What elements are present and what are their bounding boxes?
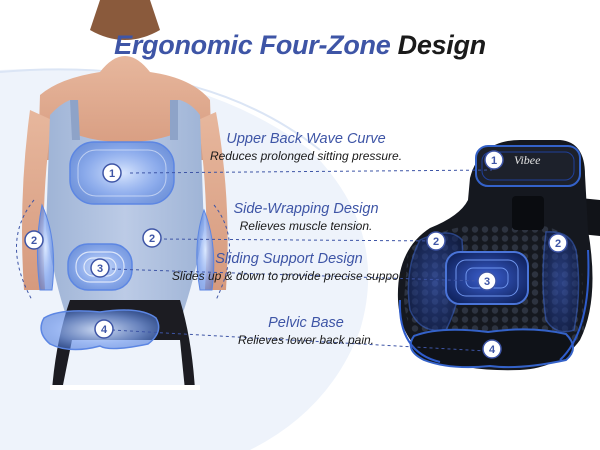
lumbar-cushion-product	[397, 140, 600, 371]
svg-text:3: 3	[97, 263, 103, 275]
marker-cushion-3: 3	[477, 271, 497, 291]
svg-text:1: 1	[109, 168, 115, 180]
zone-pelvic-base-desc: Relieves lower back pain.	[237, 333, 375, 347]
svg-text:4: 4	[101, 324, 108, 336]
svg-text:1: 1	[491, 155, 497, 167]
page-title: Ergonomic Four-Zone Design	[0, 30, 600, 61]
zone-side-wrapping-title: Side-Wrapping Design	[233, 201, 379, 217]
marker-cushion-4: 4	[482, 339, 502, 359]
zone-sliding-support-desc: Slides up & down to provide precise supp…	[171, 269, 407, 283]
marker-person-2-left: 2	[24, 230, 44, 250]
marker-person-4: 4	[94, 319, 114, 339]
svg-text:4: 4	[489, 344, 496, 356]
zone-upper-back-title: Upper Back Wave Curve	[226, 131, 386, 147]
svg-text:2: 2	[31, 235, 37, 247]
marker-person-1: 1	[102, 163, 122, 183]
zone-side-wrapping: Side-Wrapping Design Relieves muscle ten…	[196, 200, 416, 234]
marker-cushion-2-right: 2	[548, 233, 568, 253]
svg-text:2: 2	[555, 238, 561, 250]
zone-sliding-support: Sliding Support Design Slides up & down …	[158, 250, 420, 284]
svg-text:3: 3	[484, 276, 490, 288]
svg-text:2: 2	[433, 236, 439, 248]
marker-cushion-1: 1	[484, 150, 504, 170]
zone-pelvic-base-title: Pelvic Base	[268, 315, 344, 331]
zone-side-wrapping-desc: Relieves muscle tension.	[239, 219, 373, 233]
zone-upper-back-desc: Reduces prolonged sitting pressure.	[209, 149, 403, 163]
brand-logo: Vibee	[514, 153, 541, 167]
marker-cushion-2-left: 2	[426, 231, 446, 251]
zone-pelvic-base: Pelvic Base Relieves lower back pain.	[196, 314, 416, 348]
leader-lines	[111, 169, 493, 352]
zone-upper-back: Upper Back Wave Curve Reduces prolonged …	[196, 130, 416, 164]
marker-person-3: 3	[90, 258, 110, 278]
svg-text:2: 2	[149, 233, 155, 245]
person-zone-right	[196, 208, 215, 291]
marker-person-2-right: 2	[142, 228, 162, 248]
zone-sliding-support-title: Sliding Support Design	[215, 251, 363, 267]
title-part-design: Design	[397, 30, 487, 60]
person-zone-left	[36, 203, 55, 291]
title-part-ergonomic: Ergonomic Four-Zone	[114, 30, 391, 60]
